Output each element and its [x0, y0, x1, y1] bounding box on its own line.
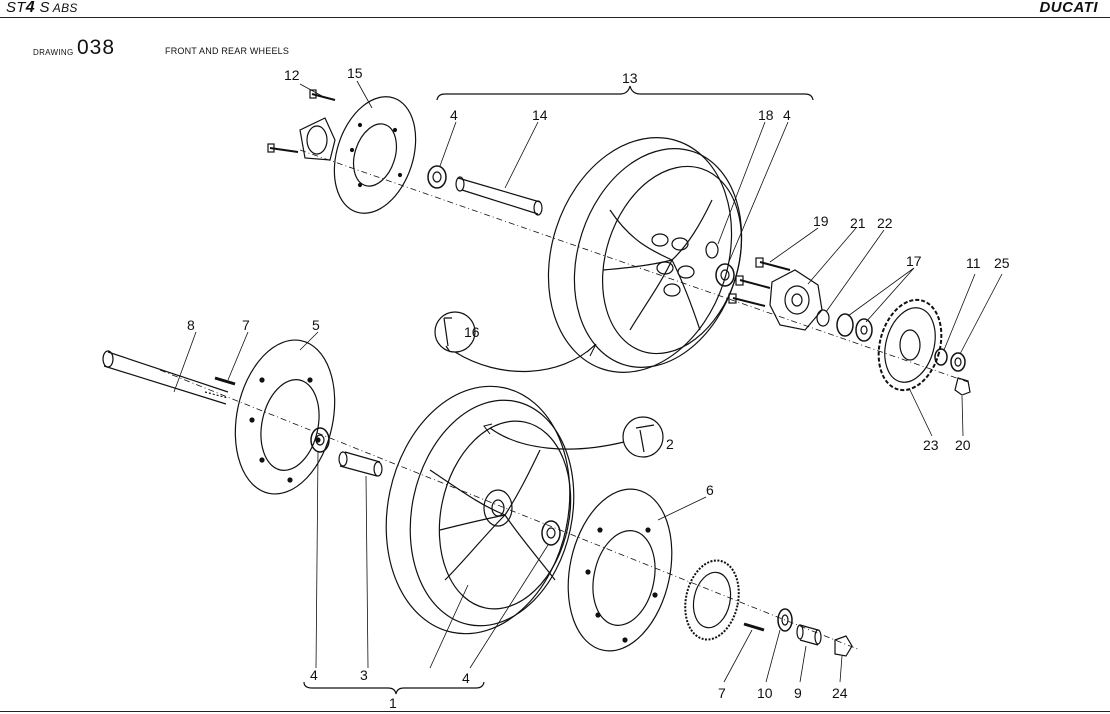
callout-6: 6: [706, 482, 714, 498]
callout-23: 23: [923, 437, 939, 453]
footer-divider: [0, 711, 1110, 712]
leader-lines: [173, 80, 1003, 683]
front-brake-disc-left: [234, 339, 336, 495]
drawing-label: DRAWING: [33, 48, 74, 57]
brace-1: [303, 681, 485, 695]
callout-8: 8: [187, 317, 195, 333]
callout-15: 15: [347, 65, 363, 81]
rear-disc-carrier: [267, 89, 336, 161]
header-divider: [0, 17, 1110, 18]
callout-2: 2: [666, 436, 674, 452]
callout-21: 21: [850, 215, 866, 231]
callout-19: 19: [813, 213, 829, 229]
drawing-number: 038: [77, 36, 116, 59]
screw-7-right: [743, 622, 765, 632]
callout-18: 18: [758, 107, 774, 123]
front-axle: [102, 350, 229, 405]
callout-4a: 4: [450, 107, 458, 123]
rear-brake-disc: [333, 96, 417, 214]
front-brake-disc-right: [567, 488, 673, 652]
rear-washers-nut: [934, 348, 971, 396]
callout-16: 16: [464, 324, 480, 340]
callout-17: 17: [906, 253, 922, 269]
callout-4b: 4: [783, 107, 791, 123]
rear-sprocket: [877, 298, 943, 392]
abs-tone-ring: [684, 559, 740, 641]
callout-22: 22: [877, 215, 893, 231]
drawing-title: FRONT AND REAR WHEELS: [165, 46, 290, 56]
rear-wheel-assembly: [299, 137, 969, 383]
callout-14: 14: [532, 107, 548, 123]
valve-2: [483, 416, 664, 458]
callout-4d: 4: [462, 670, 470, 686]
cush-drive-flange: [728, 257, 823, 331]
callout-4c: 4: [310, 667, 318, 683]
front-washer-spacer-nut: [777, 608, 853, 657]
rear-flange-bearings: [816, 309, 873, 342]
brace-13: [436, 85, 814, 101]
callout-12: 12: [284, 67, 300, 83]
callout-7a: 7: [242, 317, 250, 333]
callout-11: 11: [966, 255, 981, 271]
callout-numbers: 1 2 3 4 4 4 4 4 5 6 7 7 8 9 10 11 12 13 …: [187, 65, 1010, 711]
callout-9: 9: [794, 685, 802, 701]
valve-16: [434, 311, 597, 373]
callout-5: 5: [312, 317, 320, 333]
callout-7b: 7: [718, 685, 726, 701]
screw-7: [214, 376, 236, 386]
callout-10: 10: [757, 685, 773, 701]
brand-logo: DUCATI: [1039, 0, 1098, 16]
callout-25: 25: [994, 255, 1010, 271]
callout-20: 20: [955, 437, 971, 453]
callout-1: 1: [389, 695, 397, 711]
callout-3: 3: [360, 667, 368, 683]
front-wheel-assembly: [159, 369, 861, 651]
callout-13: 13: [622, 70, 638, 86]
callout-24: 24: [832, 685, 848, 701]
